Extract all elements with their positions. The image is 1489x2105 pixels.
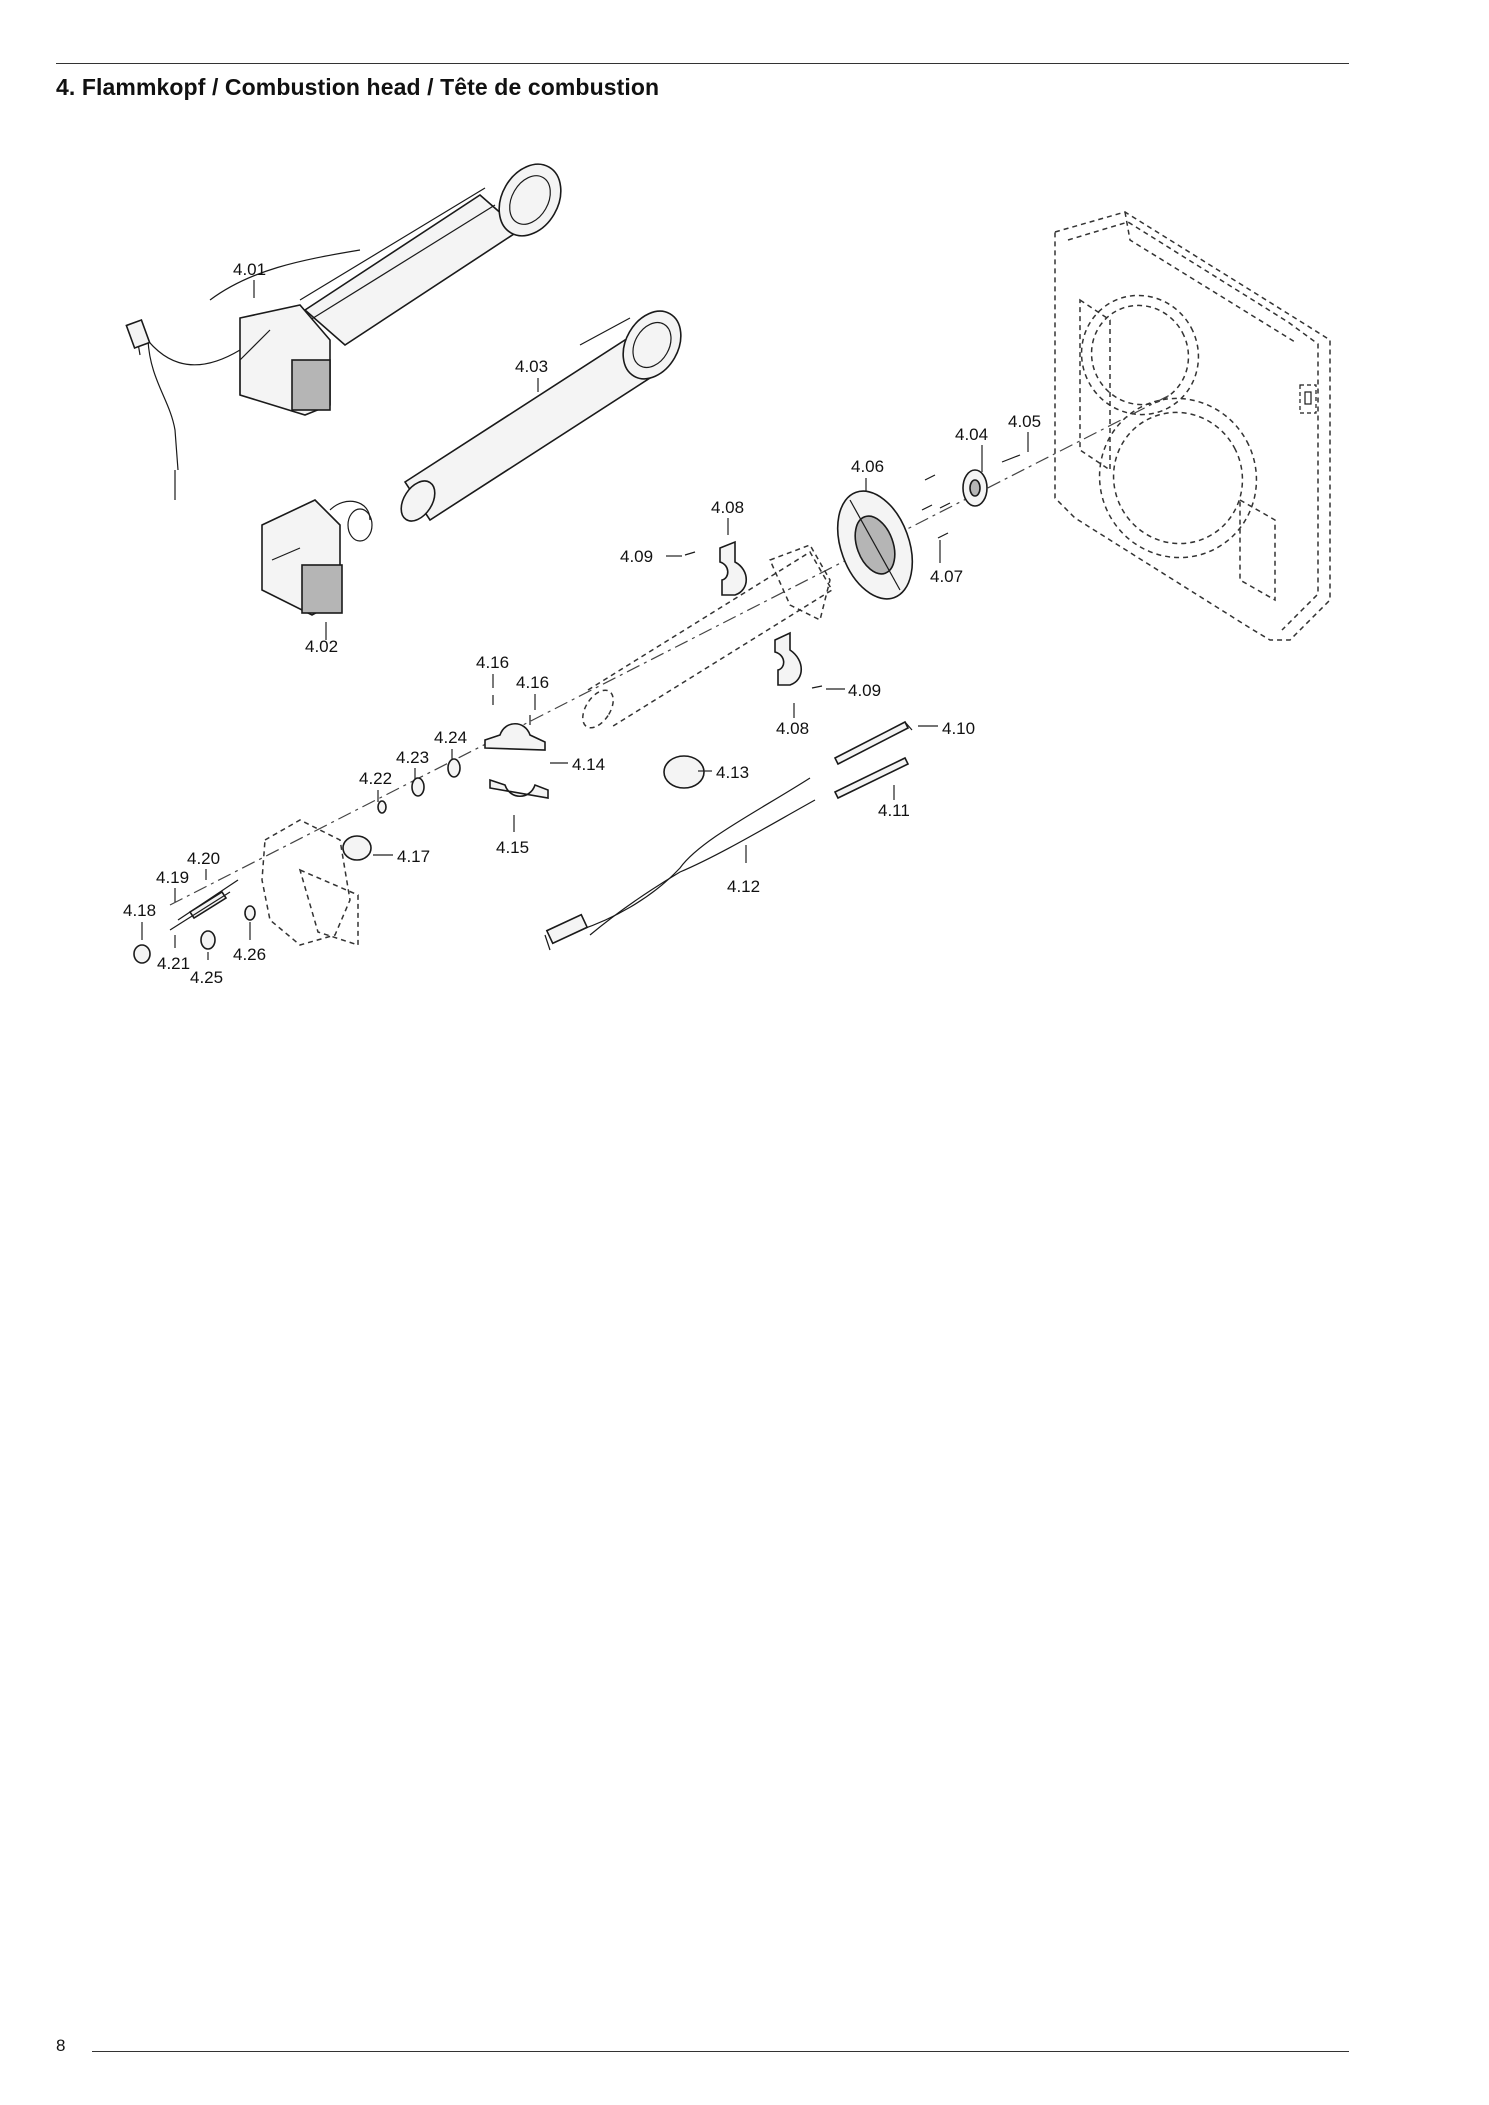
callout-4-14: 4.14 <box>572 755 605 774</box>
tube-4-03 <box>400 310 682 522</box>
callout-4-16-right: 4.16 <box>516 673 549 692</box>
ring-4-18 <box>133 944 151 964</box>
leader-lines <box>141 280 1029 960</box>
callout-4-10: 4.10 <box>942 719 975 738</box>
ring-4-22 <box>377 800 387 814</box>
callout-4-17: 4.17 <box>397 847 430 866</box>
nut-4-24 <box>447 758 461 778</box>
electrode-tip-4-10 <box>904 721 913 731</box>
screw-4-09-a <box>684 551 696 556</box>
ignition-cable-4-12 <box>544 777 816 951</box>
header-rule <box>56 63 1349 64</box>
clamp-lower-4-15 <box>489 778 549 799</box>
callout-4-19: 4.19 <box>156 868 189 887</box>
callout-4-08-upper: 4.08 <box>711 498 744 517</box>
page-title: 4. Flammkopf / Combustion head / Tête de… <box>56 74 660 100</box>
tube-outline-dashed <box>582 550 834 729</box>
callout-labels: 4.01 4.02 4.03 4.04 4.05 4.06 4.07 4.08 … <box>123 260 1041 987</box>
screw-4-09-b <box>811 685 823 689</box>
callout-4-06: 4.06 <box>851 457 884 476</box>
nut-4-23 <box>411 777 425 797</box>
callout-4-23: 4.23 <box>396 748 429 767</box>
burner-housing-outline <box>1054 211 1331 641</box>
housing-unit-4-02 <box>261 499 373 616</box>
screw-4-05 <box>1001 454 1021 463</box>
electrode-4-10 <box>833 720 910 766</box>
callout-4-04: 4.04 <box>955 425 988 444</box>
callout-4-09-left: 4.09 <box>620 547 653 566</box>
bracket-upper-4-08 <box>719 540 748 596</box>
callout-4-12: 4.12 <box>727 877 760 896</box>
callout-4-20: 4.20 <box>187 849 220 868</box>
clamp-ring-4-13 <box>663 755 705 789</box>
callout-4-26: 4.26 <box>233 945 266 964</box>
callout-4-07: 4.07 <box>930 567 963 586</box>
o-ring-4-17 <box>342 835 372 861</box>
assembly-axis <box>169 394 1171 906</box>
callout-4-01: 4.01 <box>233 260 266 279</box>
clamp-upper-4-14 <box>484 722 546 751</box>
page-number: 8 <box>56 2036 66 2055</box>
callout-4-03: 4.03 <box>515 357 548 376</box>
footer-rule <box>92 2051 1349 2052</box>
pin-4-21 <box>169 891 231 931</box>
callout-4-08-lower: 4.08 <box>776 719 809 738</box>
callout-4-15: 4.15 <box>496 838 529 857</box>
callout-4-21: 4.21 <box>157 954 190 973</box>
callout-4-11: 4.11 <box>878 801 910 820</box>
bracket-lower-4-08 <box>774 631 803 686</box>
callout-4-22: 4.22 <box>359 769 392 788</box>
callout-4-02: 4.02 <box>305 637 338 656</box>
washer-4-04 <box>962 469 988 507</box>
callout-4-09-right: 4.09 <box>848 681 881 700</box>
bush-4-26 <box>244 905 256 921</box>
support-block-dashed <box>768 544 831 622</box>
callout-4-25: 4.25 <box>190 968 223 987</box>
lower-housing-dashed <box>261 819 359 947</box>
screws-4-07 <box>921 474 951 539</box>
flange-disc-4-06 <box>836 490 914 600</box>
electrode-4-11 <box>833 756 910 800</box>
sleeve-4-25 <box>200 930 216 950</box>
callout-4-18: 4.18 <box>123 901 156 920</box>
combustion-head-assembly-4-01 <box>125 163 562 500</box>
callout-4-16-left: 4.16 <box>476 653 509 672</box>
callout-4-13: 4.13 <box>716 763 749 782</box>
callout-4-24: 4.24 <box>434 728 467 747</box>
callout-4-05: 4.05 <box>1008 412 1041 431</box>
